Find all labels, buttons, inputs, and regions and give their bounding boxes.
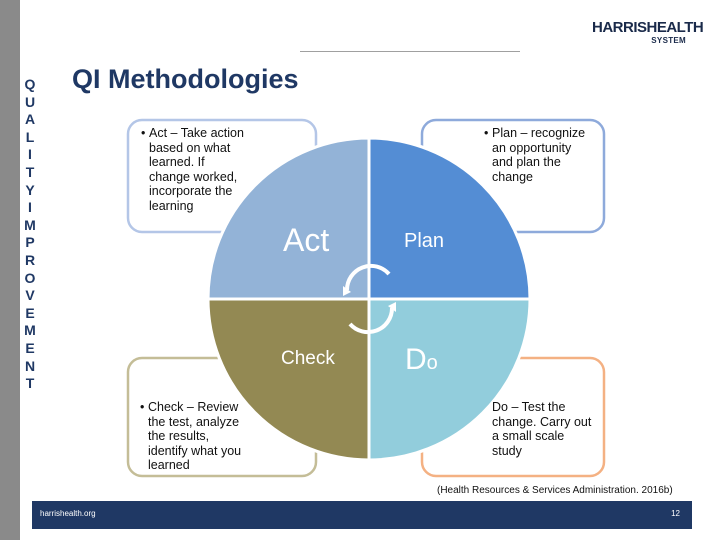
plan-line: and plan the	[492, 155, 561, 169]
do-label-o: o	[426, 352, 438, 374]
side-letter: E	[25, 304, 35, 321]
do-label-d: D	[405, 343, 427, 376]
do-description: Do – Test the change. Carry out a small …	[492, 400, 602, 458]
footer-website: harrishealth.org	[40, 509, 96, 518]
page-title: QI Methodologies	[72, 64, 299, 94]
side-letter: L	[25, 128, 35, 145]
header-divider	[300, 51, 520, 52]
side-letter: O	[24, 269, 36, 286]
side-letter: M	[24, 322, 36, 339]
act-line: learned. If	[149, 155, 205, 169]
bullet: •	[484, 126, 489, 140]
cycle-arrows-icon	[343, 263, 396, 335]
check-label: Check	[281, 348, 335, 369]
do-label: Do	[405, 343, 438, 377]
slide-number: 12	[671, 509, 680, 518]
plan-line: an opportunity	[492, 140, 572, 155]
act-quadrant	[206, 136, 371, 301]
sidebar-strip	[0, 0, 20, 540]
side-letter: I	[28, 199, 32, 216]
do-line: Do – Test the	[492, 400, 566, 414]
side-letter: N	[24, 357, 36, 374]
plan-label: Plan	[404, 230, 445, 252]
act-line: learning	[149, 198, 194, 213]
do-quadrant	[367, 297, 532, 462]
logo-system: SYSTEM	[651, 36, 686, 45]
footer-bar: harrishealth.org 12	[32, 501, 692, 529]
act-line: incorporate the	[149, 184, 233, 198]
side-letter: T	[25, 375, 35, 392]
check-line: identify what you	[148, 443, 242, 458]
side-letter: I	[28, 146, 32, 163]
side-letter: V	[25, 287, 35, 304]
side-letter: Q	[24, 76, 36, 92]
bullet: •	[141, 126, 146, 140]
check-line: the test, analyze	[148, 414, 240, 429]
check-line: Check – Review	[148, 400, 239, 414]
plan-description: • Plan – recognize an opportunity and pl…	[484, 126, 600, 184]
logo-harris: HARRIS	[592, 19, 647, 36]
check-description: • Check – Review the test, analyze the r…	[140, 400, 268, 473]
act-line: based on what	[149, 140, 231, 155]
side-letter: U	[24, 93, 36, 110]
side-letter: M	[24, 216, 36, 233]
bullet: •	[140, 400, 145, 414]
harris-health-logo: HARRISHEALTH SYSTEM	[592, 19, 704, 50]
citation: (Health Resources & Services Administrat…	[437, 485, 673, 496]
act-line: Act – Take action	[149, 126, 244, 140]
act-label: Act	[283, 222, 330, 258]
side-letter: R	[24, 251, 36, 268]
side-letter: E	[25, 339, 35, 356]
plan-line: Plan – recognize	[492, 126, 586, 140]
check-line: the results,	[148, 429, 210, 443]
logo-health: HEALTH	[646, 19, 704, 36]
do-line: change. Carry out	[492, 414, 592, 429]
vertical-title-quality-improvement: Q U A L I T Y I M P R O V E M E N T	[20, 76, 40, 393]
do-line: study	[492, 443, 522, 458]
side-letter: A	[24, 111, 36, 128]
act-description: • Act – Take action based on what learne…	[141, 126, 269, 213]
plan-line: change	[492, 169, 534, 184]
do-line: a small scale	[492, 429, 565, 443]
check-line: learned	[148, 458, 190, 472]
check-quadrant	[206, 297, 371, 462]
side-letter: Y	[25, 181, 35, 198]
plan-quadrant	[367, 136, 532, 301]
side-letter: T	[25, 163, 35, 180]
act-line: change worked,	[149, 169, 238, 184]
side-letter: P	[25, 234, 35, 251]
